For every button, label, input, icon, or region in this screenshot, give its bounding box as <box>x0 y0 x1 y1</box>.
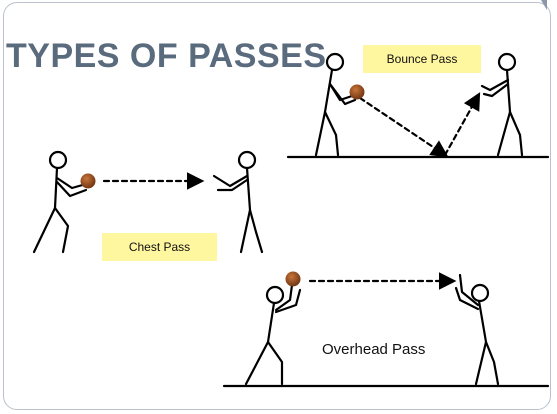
chest-pass-label: Chest Pass <box>102 233 217 261</box>
basketball-icon <box>80 173 96 189</box>
slide-title: TYPES OF PASSES <box>6 37 327 75</box>
overhead-receiver-figure <box>454 273 500 386</box>
bounce-pass-label: Bounce Pass <box>363 45 481 73</box>
basketball-icon <box>285 271 301 287</box>
overhead-passer-figure <box>244 283 302 386</box>
bounce-arrow-down <box>358 96 449 158</box>
overhead-pass-label: Overhead Pass <box>322 341 426 358</box>
chest-passer-figure <box>32 150 88 254</box>
bounce-receiver-figure <box>480 52 524 157</box>
bounce-arrow-up <box>443 92 481 157</box>
corner-accent <box>541 0 547 10</box>
chest-receiver-figure <box>212 150 264 254</box>
bounce-passer-figure <box>314 52 357 157</box>
basketball-icon <box>349 84 365 100</box>
